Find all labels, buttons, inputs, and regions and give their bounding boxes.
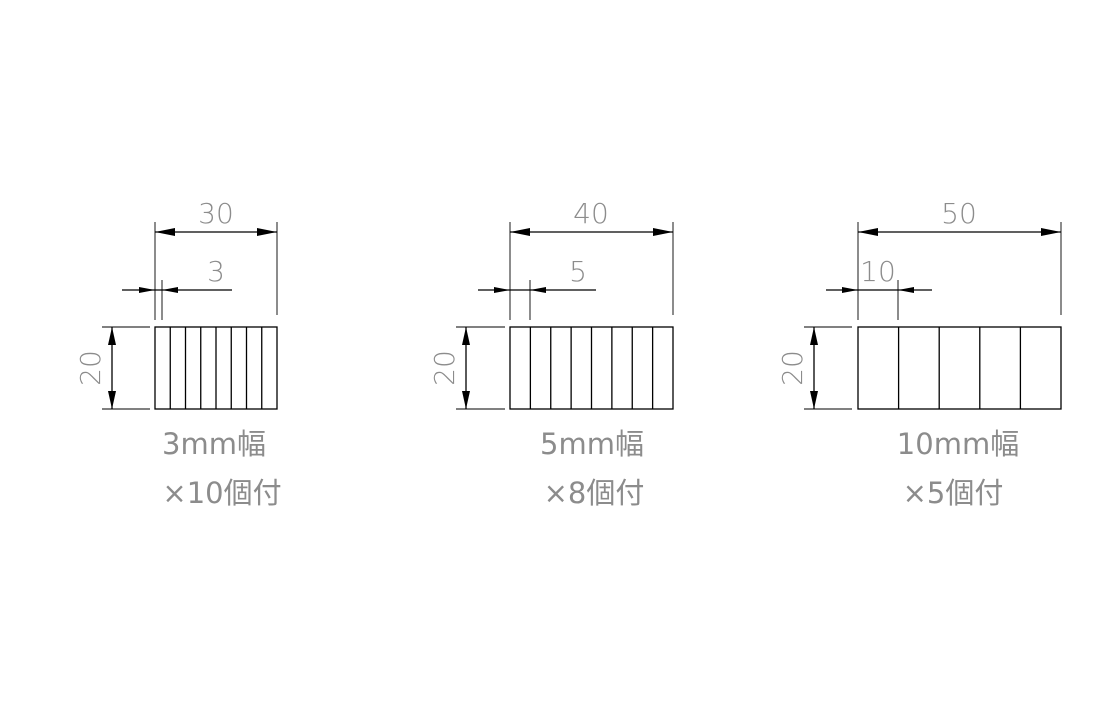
part-3-overall-dim-label: 50	[941, 197, 977, 230]
part-3-segment-lines	[897, 327, 1022, 409]
part-3-pitch-dim-label: 10	[860, 255, 896, 288]
part-3-height-dimension: 20	[776, 326, 852, 410]
part-3-height-dim-label: 20	[776, 350, 809, 386]
part-3-caption-width: 10mm幅	[897, 427, 1019, 461]
part-2-overall-dim-label: 40	[573, 197, 609, 230]
part-1-overall-dim-label: 30	[198, 197, 234, 230]
part-2-segment-lines	[529, 327, 654, 409]
part-1-overall-dimension: 30	[154, 197, 278, 320]
part-2-body	[509, 326, 674, 410]
part-1-height-dim-label: 20	[74, 350, 107, 386]
part-1-body	[154, 326, 278, 410]
part-2-caption-width: 5mm幅	[540, 427, 644, 461]
part-2-caption-count: ×8個付	[544, 476, 645, 510]
part-3-overall-dimension: 50	[857, 197, 1062, 320]
part-1: 30 3 20 3mm幅 ×10個付	[74, 197, 282, 510]
part-2-height-dim-label: 20	[428, 350, 461, 386]
part-2: 40 5 20 5mm幅 ×8個付	[428, 197, 674, 510]
part-1-height-dimension: 20	[74, 326, 150, 410]
part-3: 50 10 20 10mm幅 ×5個付	[776, 197, 1062, 510]
part-2-height-dimension: 20	[428, 326, 505, 410]
part-1-segment-lines	[169, 327, 263, 409]
part-1-pitch-dim-label: 3	[207, 255, 225, 288]
part-1-pitch-dimension: 3	[122, 255, 232, 320]
part-2-pitch-dim-label: 5	[569, 255, 587, 288]
part-2-pitch-dimension: 5	[478, 255, 596, 320]
part-2-overall-dimension: 40	[509, 197, 674, 320]
part-3-pitch-dimension: 10	[826, 255, 932, 320]
part-1-caption-width: 3mm幅	[162, 427, 266, 461]
part-1-caption-count: ×10個付	[162, 476, 281, 510]
part-3-body	[857, 326, 1062, 410]
part-3-caption-count: ×5個付	[903, 476, 1004, 510]
